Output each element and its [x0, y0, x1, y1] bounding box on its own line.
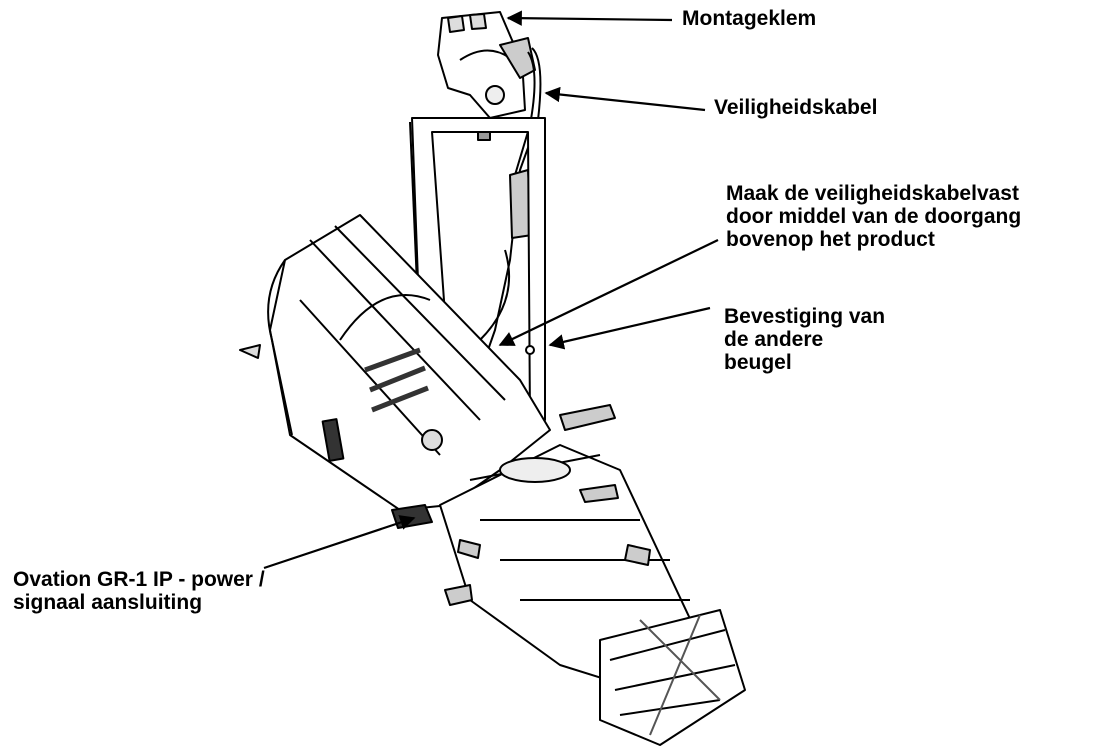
callout-veiligheidskabel: Veiligheidskabel — [714, 96, 877, 119]
fixture-illustration — [239, 11, 746, 746]
callout-line: Veiligheidskabel — [714, 96, 878, 119]
callout-aansluiting: Ovation GR-1 IP - power / signaal aanslu… — [13, 568, 265, 614]
callout-line: Maak de veiligheidskabelvast — [726, 182, 1019, 205]
arrow-doorgang — [498, 239, 719, 346]
arrow-veiligheidskabel — [544, 86, 706, 112]
safety-cable — [476, 47, 542, 356]
main-body — [239, 214, 551, 529]
callout-line: de andere — [724, 328, 824, 351]
leader-lines — [263, 10, 719, 570]
callout-line: signaal aansluiting — [13, 591, 203, 614]
callout-beugel: Bevestiging van de andere beugel — [724, 305, 885, 374]
callout-montageklem: Montageklem — [682, 7, 816, 30]
callout-doorgang: Maak de veiligheidskabelvast door middel… — [726, 182, 1021, 251]
callout-line: door middel van de doorgang — [726, 205, 1022, 228]
arrow-aansluiting — [263, 515, 416, 570]
callout-line: bovenop het product — [726, 228, 935, 251]
callout-line: Ovation GR-1 IP - power / — [13, 568, 265, 591]
callout-line: beugel — [724, 351, 792, 374]
callout-line: Bevestiging van — [724, 305, 886, 328]
callout-line: Montageklem — [682, 7, 817, 30]
arrow-montageklem — [506, 10, 673, 26]
front-gate — [599, 609, 746, 746]
arrow-beugel — [548, 306, 711, 350]
